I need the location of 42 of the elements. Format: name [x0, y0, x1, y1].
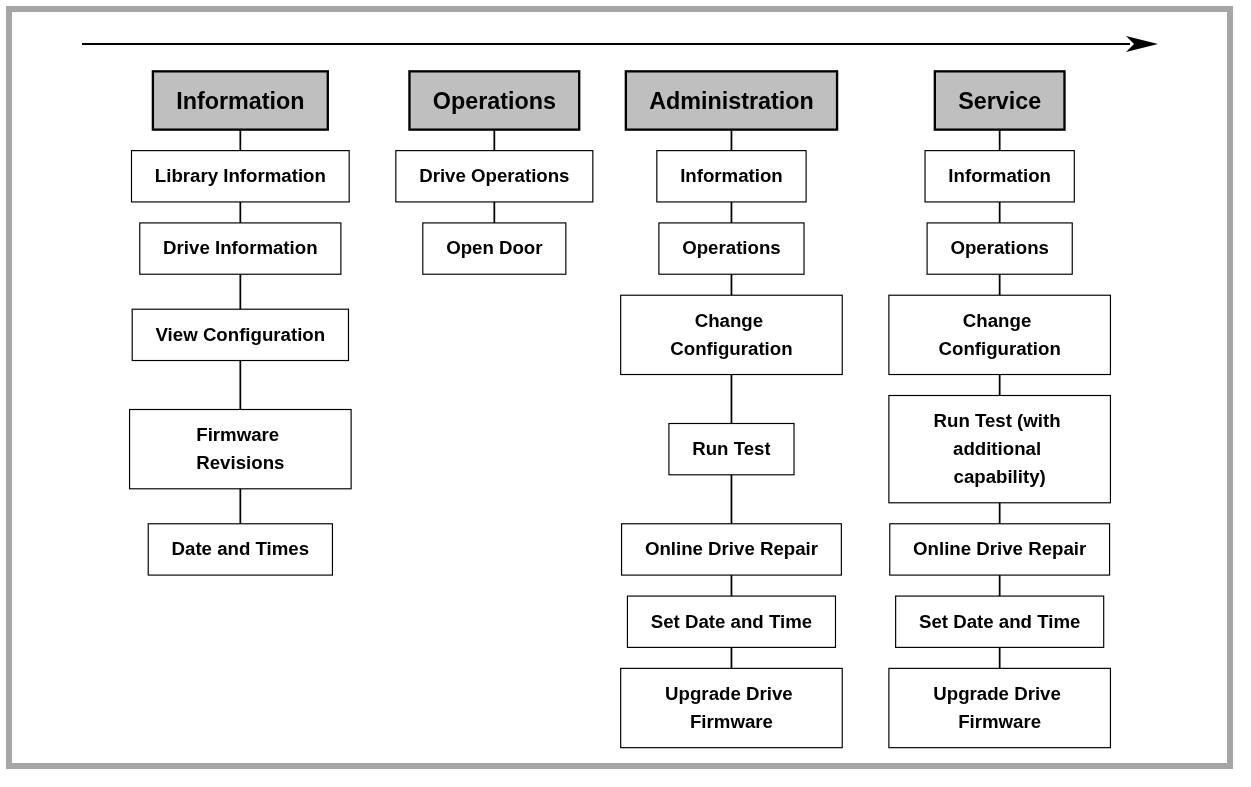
node-box: Operations [658, 222, 805, 275]
node-box: Change Configuration [620, 294, 843, 376]
connector [730, 373, 733, 425]
connector [998, 373, 1001, 397]
connector [239, 487, 242, 525]
connector [493, 201, 496, 224]
node-box: Operations [408, 70, 581, 131]
node-box: Upgrade Drive Firmware [620, 667, 843, 749]
connector [998, 646, 1001, 670]
connector [239, 359, 242, 411]
node-box: Run Test [668, 422, 795, 476]
node-box: Library Information [130, 150, 350, 203]
node-box: Set Date and Time [895, 595, 1105, 648]
connector [730, 273, 733, 297]
connector [998, 574, 1001, 597]
node-box: Online Drive Repair [889, 523, 1111, 576]
connector [998, 501, 1001, 525]
node-box: Change Configuration [888, 294, 1112, 376]
node-box: Drive Operations [395, 150, 594, 203]
node-box: Date and Times [147, 523, 334, 576]
node-box: Information [151, 70, 329, 131]
connector [239, 201, 242, 224]
node-box: Online Drive Repair [620, 523, 842, 576]
connector [998, 273, 1001, 297]
node-box: Drive Information [139, 222, 342, 275]
node-box: Information [924, 150, 1075, 203]
node-box: Operations [926, 222, 1073, 275]
node-box: Set Date and Time [626, 595, 837, 648]
node-box: Service [933, 70, 1066, 131]
node-box: Run Test (with additional capability) [888, 394, 1112, 504]
connector [730, 201, 733, 224]
connector [239, 273, 242, 311]
node-box: View Configuration [131, 308, 350, 362]
node-box: Firmware Revisions [128, 408, 352, 490]
connector [730, 473, 733, 525]
node-box: Information [656, 150, 807, 203]
connector [730, 574, 733, 597]
connector [998, 201, 1001, 224]
connector [730, 646, 733, 670]
node-box: Administration [624, 70, 839, 131]
node-box: Open Door [422, 222, 567, 275]
node-box: Upgrade Drive Firmware [888, 667, 1112, 749]
